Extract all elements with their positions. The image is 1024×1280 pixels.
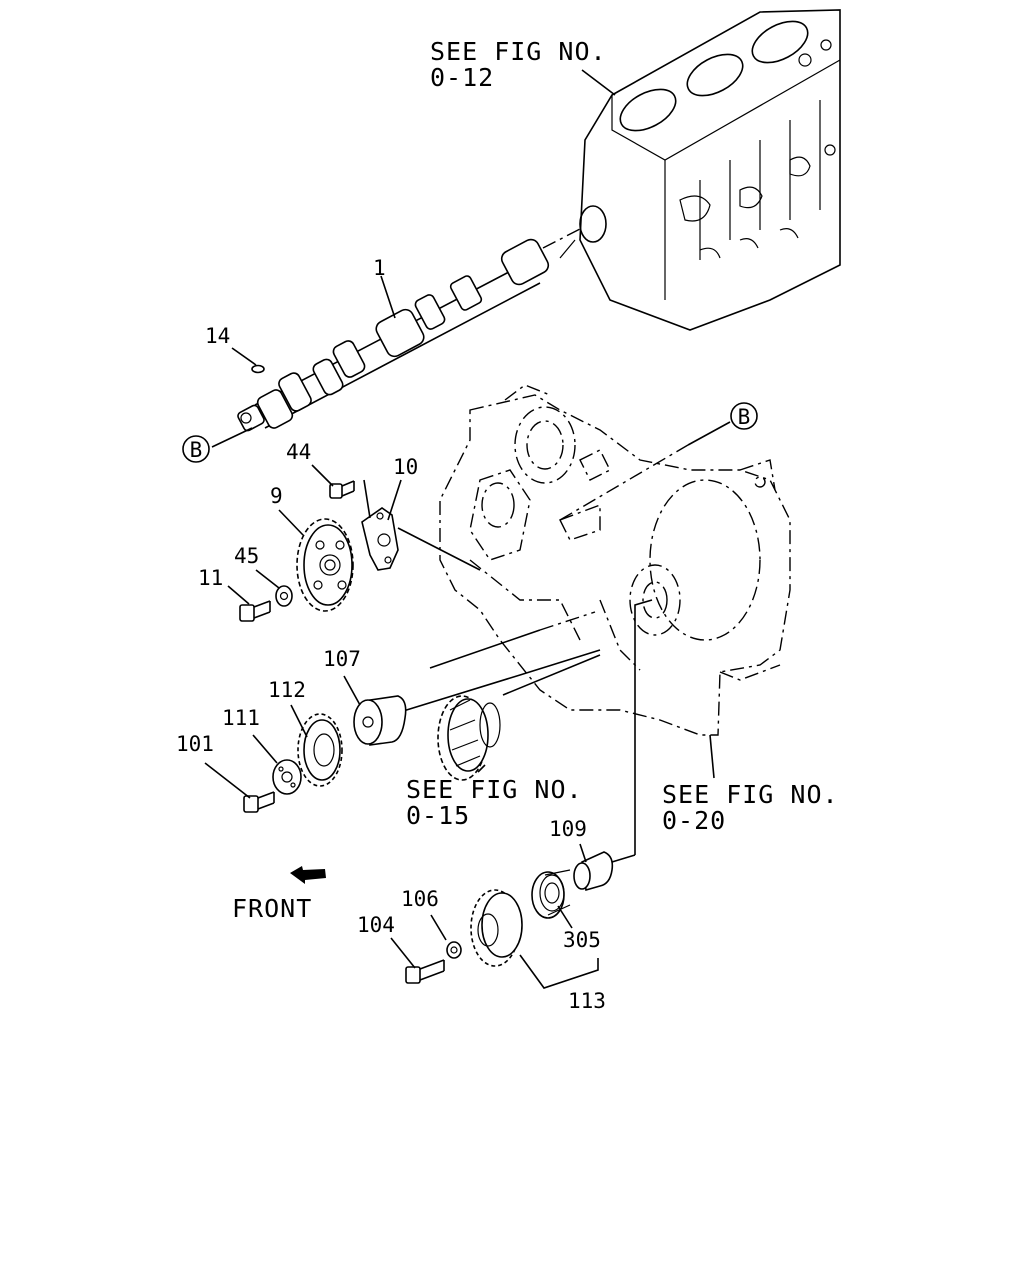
callout-111: 111	[222, 706, 260, 730]
marker-b-left: B	[182, 435, 210, 463]
callout-305: 305	[563, 928, 601, 952]
callout-106: 106	[401, 887, 439, 911]
callout-9: 9	[270, 484, 283, 508]
crankshaft-gear	[437, 695, 501, 781]
washer-106-hole	[450, 946, 458, 954]
camshaft-gear	[296, 518, 354, 612]
idler-gear	[297, 713, 343, 787]
callout-11: 11	[198, 566, 223, 590]
oil-pump-bushing	[573, 851, 614, 892]
callout-107: 107	[323, 647, 361, 671]
ref-block-line1: SEE FIG NO.	[430, 37, 607, 66]
callout-10: 10	[393, 455, 418, 479]
ref-crank-line1: SEE FIG NO.	[406, 775, 583, 804]
callout-1: 1	[373, 256, 386, 280]
leader-lines	[204, 69, 715, 989]
thrust-plate	[361, 507, 481, 571]
washer-45-hole	[279, 591, 289, 601]
ref-case-line2: 0-20	[662, 806, 726, 835]
callout-14: 14	[205, 324, 230, 348]
cylinder-block	[559, 9, 841, 331]
callout-113: 113	[568, 989, 606, 1013]
callout-101: 101	[176, 732, 214, 756]
bolt-44	[329, 480, 355, 499]
bolt-101	[243, 791, 275, 813]
washer-106	[446, 941, 462, 959]
oil-pump-gear-305	[531, 869, 571, 919]
callout-112: 112	[268, 678, 306, 702]
marker-b-right-label: B	[738, 405, 751, 429]
idler-shaft	[353, 695, 407, 746]
bolt-11	[239, 600, 271, 622]
marker-b-left-label: B	[190, 438, 203, 462]
marker-b-right: B	[730, 402, 758, 430]
oil-pump-drive-gear	[470, 889, 523, 967]
timing-gear-case	[439, 384, 791, 736]
bolt-104	[405, 959, 445, 984]
ref-case-line1: SEE FIG NO.	[662, 780, 839, 809]
callout-109: 109	[549, 817, 587, 841]
ref-crank-line2: 0-15	[406, 801, 470, 830]
front-arrow-icon	[290, 866, 326, 884]
front-label: FRONT	[232, 894, 312, 923]
camshaft	[237, 227, 583, 432]
callout-104: 104	[357, 913, 395, 937]
callout-44: 44	[286, 440, 311, 464]
key-part	[251, 364, 265, 374]
ref-block-line2: 0-12	[430, 63, 494, 92]
callout-45: 45	[234, 544, 259, 568]
washer-45	[275, 585, 293, 607]
idler-thrust-plate	[272, 759, 302, 795]
